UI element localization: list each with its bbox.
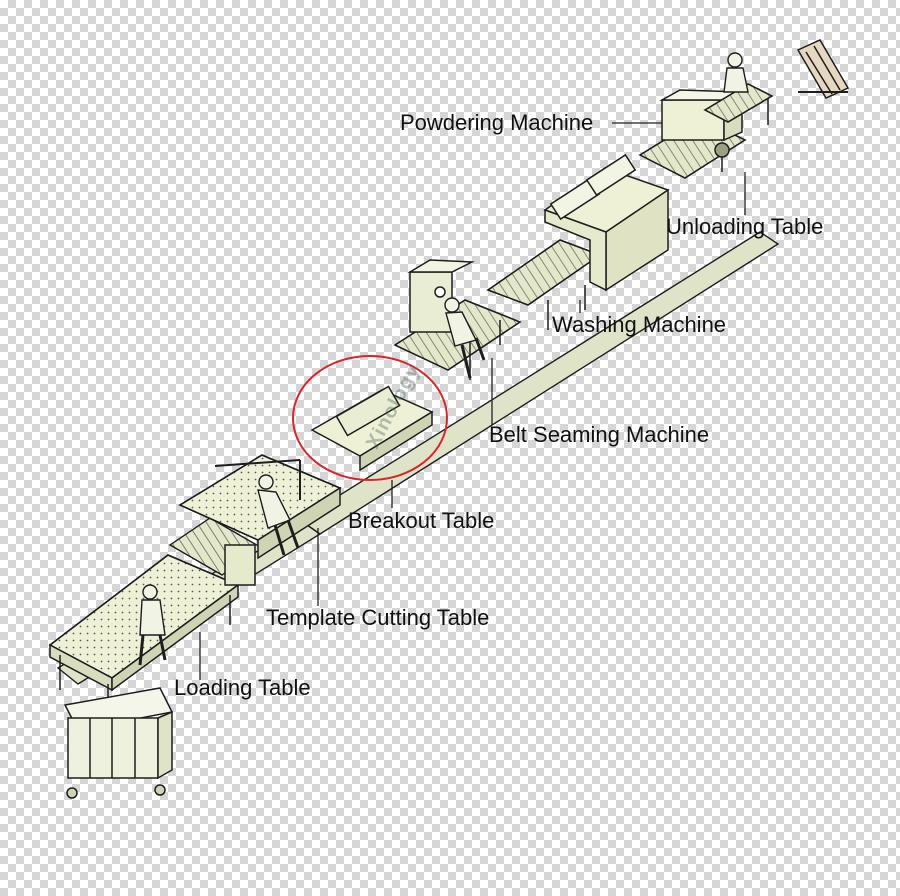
label-template-cutting-table: Template Cutting Table — [266, 605, 490, 630]
label-unloading-table: Unloading Table — [666, 214, 824, 239]
washing-machine — [486, 153, 670, 330]
leader-lines — [199, 122, 746, 680]
highlight-circle — [292, 355, 448, 481]
worker-icon — [138, 52, 749, 666]
label-washing-machine: Washing Machine — [552, 312, 727, 337]
label-belt-seaming-machine: Belt Seaming Machine — [489, 422, 710, 447]
label-breakout-table: Breakout Table — [348, 508, 495, 533]
powdering-machine — [638, 89, 747, 179]
breakout-table — [310, 385, 434, 472]
glass-rack-icon — [63, 39, 850, 799]
label-loading-table: Loading Table — [174, 675, 311, 700]
label-powdering-machine: Powdering Machine — [400, 110, 594, 135]
